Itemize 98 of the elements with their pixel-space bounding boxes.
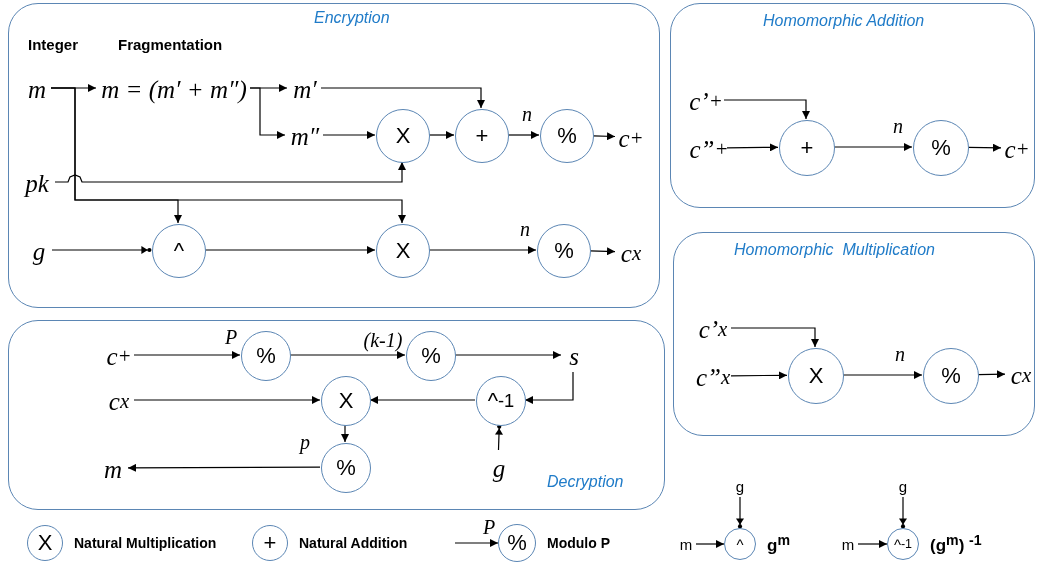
operator-symbol: + [262,529,278,557]
operator-circle [241,331,291,381]
variable-label: m [678,535,694,553]
panel [673,232,1035,436]
edge-label: P [481,517,497,537]
legend-text: g$^{m}$ [767,531,790,557]
column-heading: Fragmentation [118,36,223,53]
operator-circle [455,109,509,163]
arrow [857,540,888,548]
operator-symbol: % [930,134,952,162]
operator-symbol: % [420,342,442,370]
edge-label: P [223,327,239,347]
arrow [133,396,321,404]
operator-circle [152,224,206,278]
variable-label: pk [20,168,54,198]
operator-symbol: % [335,454,357,482]
variable-label: m [24,74,50,104]
arrow [54,161,406,183]
operator-circle [406,331,456,381]
arrow [50,87,406,224]
variable-label: m = (m′ + m″) [99,72,249,106]
panel-title: Homomorphic Addition [763,12,925,30]
arrow [730,327,819,348]
legend-text: Modulo P [547,535,610,551]
operator-symbol: X [36,529,54,557]
panel [670,3,1035,208]
operator-circle [321,376,371,426]
arrow [133,351,241,359]
variable-label: g [488,453,510,483]
arrow [723,99,810,120]
operator-circle [321,443,371,493]
arrow [289,351,406,359]
variable-label: m′ [290,74,320,104]
arrow [428,246,537,254]
operator-circle [476,376,526,426]
arrow [341,424,349,443]
arrow [369,396,476,404]
column-heading: Integer [28,36,78,53]
legend-text: Natural Multiplication [74,535,217,551]
operator-symbol: ^ [172,237,186,265]
operator-circle [923,348,979,404]
operator-symbol: + [799,134,815,162]
arrow [842,371,923,379]
panel-title: Decryption [547,473,624,491]
legend-text: (g$^{m}$) $^{-1}$ [930,531,982,557]
operator-circle [913,120,969,176]
arrow [127,463,321,472]
panel [8,3,660,308]
edge-label: (k-1) [362,330,404,350]
panel [8,320,665,510]
operator-symbol: X [394,122,412,150]
arrow [454,539,499,547]
operator-circle [537,224,591,278]
arrow [454,351,562,359]
operator-symbol: % [255,342,277,370]
operator-circle [779,120,835,176]
variable-label: g [734,477,746,495]
arrow [428,131,455,139]
arrow [736,496,744,529]
operator-circle [540,109,594,163]
operator-symbol: % [506,529,528,557]
arrow [495,424,503,451]
operator-circle [376,224,430,278]
arrow [726,143,779,152]
operator-symbol: % [553,237,575,265]
arrow [589,247,616,256]
variable-label: g [27,235,51,267]
variable-label: g [897,477,909,495]
variable-label: m″ [288,121,322,151]
arrow [592,132,616,141]
arrow [730,371,788,380]
panel-title: Encryption [314,9,390,27]
arrow [524,371,574,404]
operator-symbol: X [807,362,825,390]
operator-symbol: % [556,122,578,150]
legend-text: Natural Addition [299,535,408,551]
arrow [249,87,286,139]
operator-symbol: ^ [735,534,745,555]
arrow [967,143,1002,152]
operator-symbol: X [394,237,412,265]
arrow [977,370,1006,379]
arrow [204,246,376,254]
operator-symbol: % [940,362,962,390]
arrow [322,131,376,139]
variable-label: m [99,454,127,484]
arrow [507,131,540,139]
panel-title: Homomorphic Multiplication [734,241,935,259]
variable-label: s [564,341,584,371]
variable-label: m [840,535,856,553]
arrow [833,143,913,151]
arrow [51,246,152,254]
arrow [899,496,907,529]
operator-symbol: + [474,122,490,150]
operator-symbol: X [337,387,355,415]
operator-circle [788,348,844,404]
operator-circle [376,109,430,163]
arrow [320,87,485,109]
arrow [695,540,725,548]
